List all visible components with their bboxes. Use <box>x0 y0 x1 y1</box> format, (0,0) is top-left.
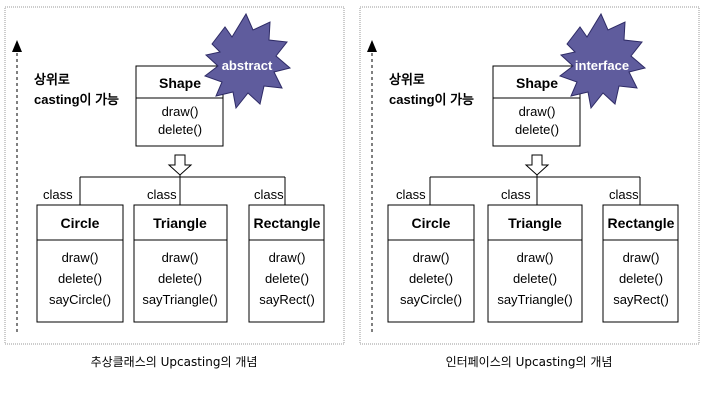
parent-class-box: Shape draw() delete() <box>135 65 224 147</box>
panel-interface: 상위로 casting이 가능 Shape draw() delete() in… <box>359 6 700 369</box>
child-method: sayCircle() <box>400 292 462 307</box>
class-tag: class <box>254 187 284 202</box>
inheritance-arrow-icon <box>167 154 193 176</box>
class-tag: class <box>609 187 639 202</box>
child-class-name: Circle <box>61 215 100 231</box>
inheritance-connector <box>79 154 286 205</box>
parent-method: delete() <box>515 122 559 137</box>
child-method: sayCircle() <box>49 292 111 307</box>
parent-method: draw() <box>519 104 556 119</box>
child-class-name: Triangle <box>153 215 207 231</box>
child-method: delete() <box>158 271 202 286</box>
child-class-name: Rectangle <box>254 215 321 231</box>
child-method: draw() <box>269 250 306 265</box>
child-method: delete() <box>513 271 557 286</box>
side-note-line1: 상위로 <box>34 72 70 87</box>
side-note-line2: casting이 가능 <box>34 92 119 107</box>
child-class-box: class Triangle draw() delete() sayTriang… <box>487 187 583 323</box>
inheritance-arrow-icon <box>524 154 550 176</box>
child-class-box: class Circle draw() delete() sayCircle() <box>387 187 475 323</box>
child-method: draw() <box>62 250 99 265</box>
child-method: draw() <box>517 250 554 265</box>
child-method: sayTriangle() <box>142 292 217 307</box>
child-method: delete() <box>265 271 309 286</box>
badge-label: abstract <box>222 58 273 73</box>
child-method: sayTriangle() <box>497 292 572 307</box>
class-tag: class <box>147 187 177 202</box>
parent-class-box: Shape draw() delete() <box>492 65 581 147</box>
interface-badge: interface <box>558 12 647 110</box>
child-class-box: class Rectangle draw() delete() sayRect(… <box>248 187 325 323</box>
side-note-line1: 상위로 <box>389 72 425 87</box>
parent-method: delete() <box>158 122 202 137</box>
child-class-box: class Circle draw() delete() sayCircle() <box>36 187 124 323</box>
child-method: sayRect() <box>613 292 669 307</box>
child-method: delete() <box>409 271 453 286</box>
inheritance-connector <box>429 154 641 205</box>
child-class-name: Triangle <box>508 215 562 231</box>
child-method: draw() <box>162 250 199 265</box>
child-class-box: class Rectangle draw() delete() sayRect(… <box>602 187 679 323</box>
class-tag: class <box>43 187 73 202</box>
upcast-arrow <box>367 40 377 332</box>
child-class-name: Rectangle <box>608 215 675 231</box>
panel-caption: 추상클래스의 Upcasting의 개념 <box>91 355 258 369</box>
parent-method: draw() <box>162 104 199 119</box>
child-method: sayRect() <box>259 292 315 307</box>
child-method: draw() <box>623 250 660 265</box>
child-method: delete() <box>58 271 102 286</box>
child-method: delete() <box>619 271 663 286</box>
side-note-line2: casting이 가능 <box>389 92 474 107</box>
abstract-badge: abstract <box>203 12 292 110</box>
parent-class-name: Shape <box>516 75 558 91</box>
panel-caption: 인터페이스의 Upcasting의 개념 <box>446 355 613 369</box>
star-burst-icon <box>203 12 292 110</box>
child-method: draw() <box>413 250 450 265</box>
star-burst-icon <box>558 12 647 110</box>
panel-abstract: 상위로 casting이 가능 Shape draw() delete() ab… <box>4 6 345 369</box>
parent-class-name: Shape <box>159 75 201 91</box>
class-tag: class <box>501 187 531 202</box>
class-tag: class <box>396 187 426 202</box>
upcast-arrow <box>12 40 22 332</box>
child-class-box: class Triangle draw() delete() sayTriang… <box>133 187 228 323</box>
badge-label: interface <box>575 58 629 73</box>
child-class-name: Circle <box>412 215 451 231</box>
